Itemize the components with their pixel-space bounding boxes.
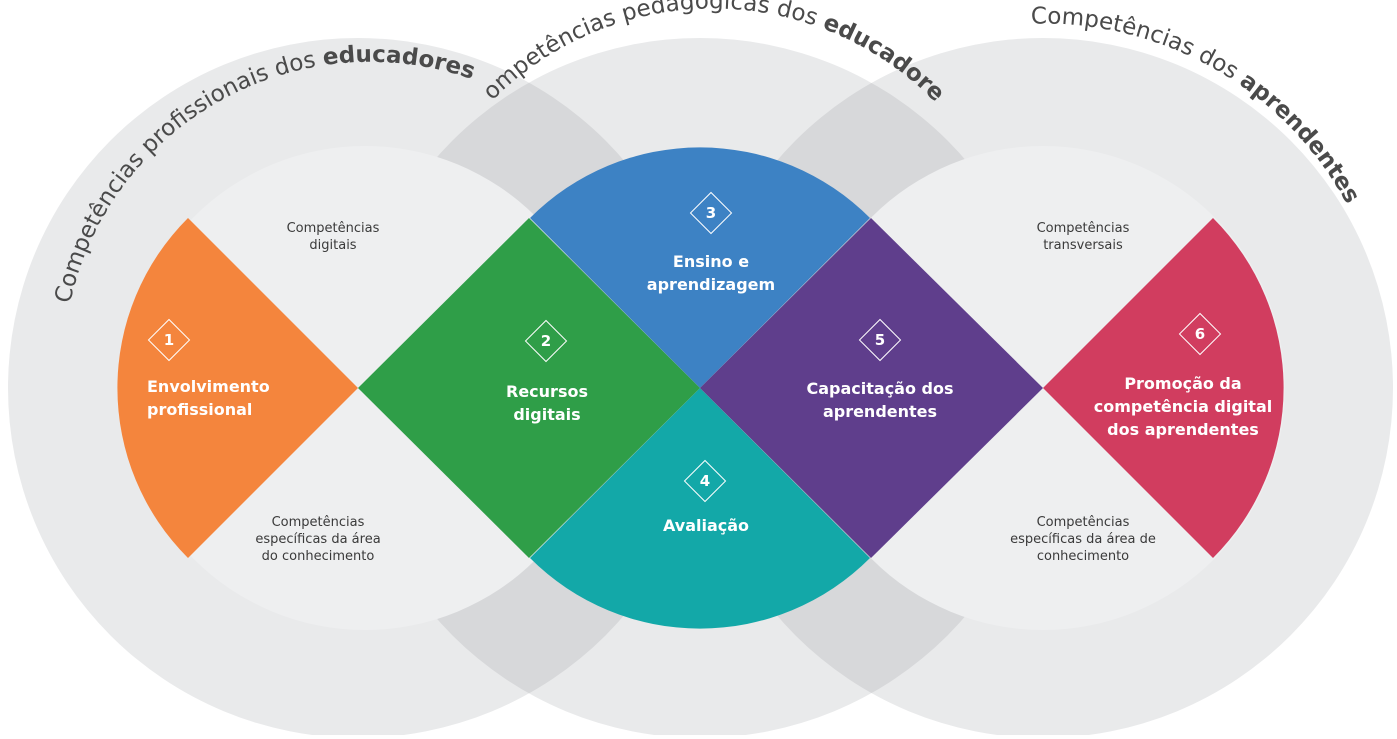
area-5-label: Capacitação dos aprendentes [806, 379, 954, 421]
note-subject-competences-left: Competências específicas da área do conh… [255, 515, 381, 564]
area-6-label: Promoção da competência digital dos apre… [1093, 374, 1273, 439]
area-1-label: Envolvimento profissional [147, 377, 270, 419]
area-3-shape [530, 147, 870, 388]
note-digital-competences: Competências digitais [286, 221, 380, 253]
area-4-shape [530, 388, 870, 629]
area-3-number-badge: 3 [689, 191, 733, 235]
note-subject-competences-right: Competências específicas da área de conh… [1010, 515, 1156, 564]
area-5-number-badge: 5 [858, 318, 902, 362]
area-2-number-badge: 2 [524, 319, 568, 363]
area-3-label: Ensino e aprendizagem [646, 252, 776, 294]
area-4-label: Avaliação [662, 516, 750, 535]
area-2-label: Recursos digitais [506, 382, 588, 424]
area-6-number-badge: 6 [1178, 312, 1222, 356]
area-6-shape [1043, 218, 1284, 558]
area-1-number-badge: 1 [147, 318, 191, 362]
area-2-shape [358, 218, 700, 558]
note-transversal-competences: Competências transversais [1036, 221, 1130, 253]
area-4-number-badge: 4 [683, 459, 727, 503]
area-1-shape [117, 218, 358, 558]
area-5-shape [700, 218, 1043, 558]
